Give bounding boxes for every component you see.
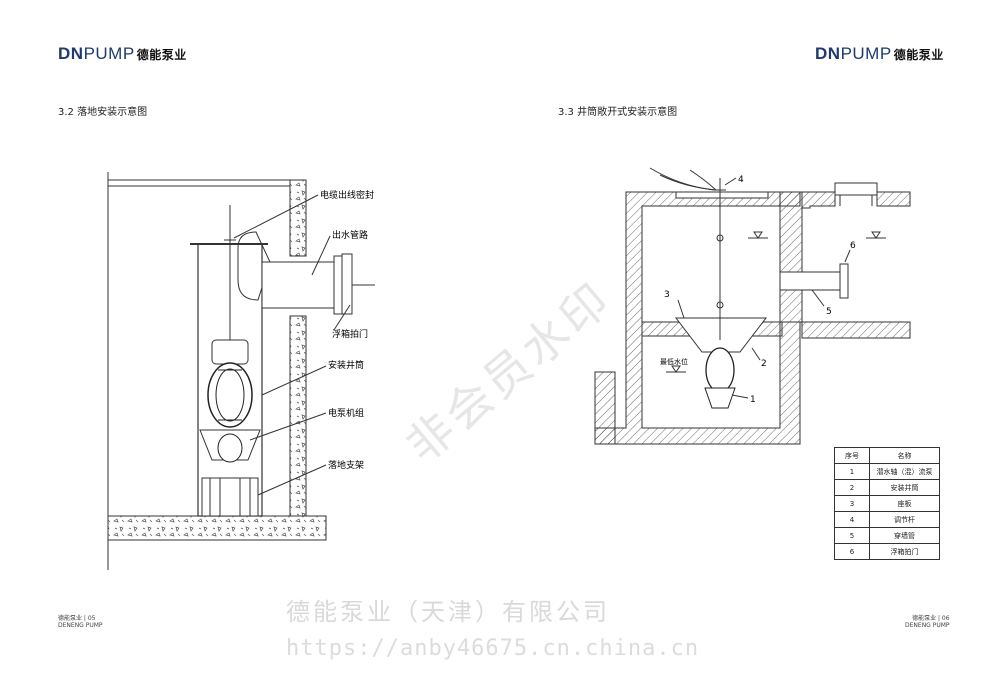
footer-sub-left: DENENG PUMP xyxy=(58,622,103,629)
label-cable-seal: 电缆出线密封 xyxy=(320,189,374,201)
legend-header-name: 名称 xyxy=(869,447,940,464)
callout-1: 1 xyxy=(750,395,756,405)
callout-2: 2 xyxy=(761,359,767,369)
company-watermark: 德能泵业（天津）有限公司 xyxy=(286,598,610,626)
callout-6: 6 xyxy=(850,241,856,251)
label-flap-valve: 浮箱拍门 xyxy=(332,328,368,340)
section-title-right: 3.3 井筒敞开式安装示意图 xyxy=(558,107,678,118)
label-install-well: 安装井筒 xyxy=(328,359,364,371)
low-water-label: 最低水位 xyxy=(660,357,688,366)
footer-left: 德能泵业 | 05 DENENG PUMP xyxy=(58,615,103,629)
footer-sub-right: DENENG PUMP xyxy=(905,622,950,629)
label-floor-bracket: 落地支架 xyxy=(328,459,364,471)
footer-page-right: 德能泵业 | 06 xyxy=(912,615,950,622)
section-title-left: 3.2 落地安装示意图 xyxy=(58,107,148,118)
legend-header-no: 序号 xyxy=(834,447,870,464)
url-watermark: https://anby46675.cn.china.cn xyxy=(286,636,700,661)
open-well-install-diagram: 最低水位 1 2 3 4 5 6 xyxy=(594,167,911,445)
footer-right: 德能泵业 | 06 DENENG PUMP xyxy=(905,615,950,629)
label-pump-unit: 电泵机组 xyxy=(328,407,364,419)
footer-page-left: 德能泵业 | 05 xyxy=(58,615,96,622)
callout-3: 3 xyxy=(664,290,670,300)
callout-4: 4 xyxy=(738,175,744,185)
label-outlet-pipe: 出水管路 xyxy=(332,229,368,241)
callout-5: 5 xyxy=(826,307,832,317)
floor-install-diagram: 电缆出线密封 出水管路 浮箱拍门 安装井筒 电泵机组 落地支架 xyxy=(107,172,375,570)
